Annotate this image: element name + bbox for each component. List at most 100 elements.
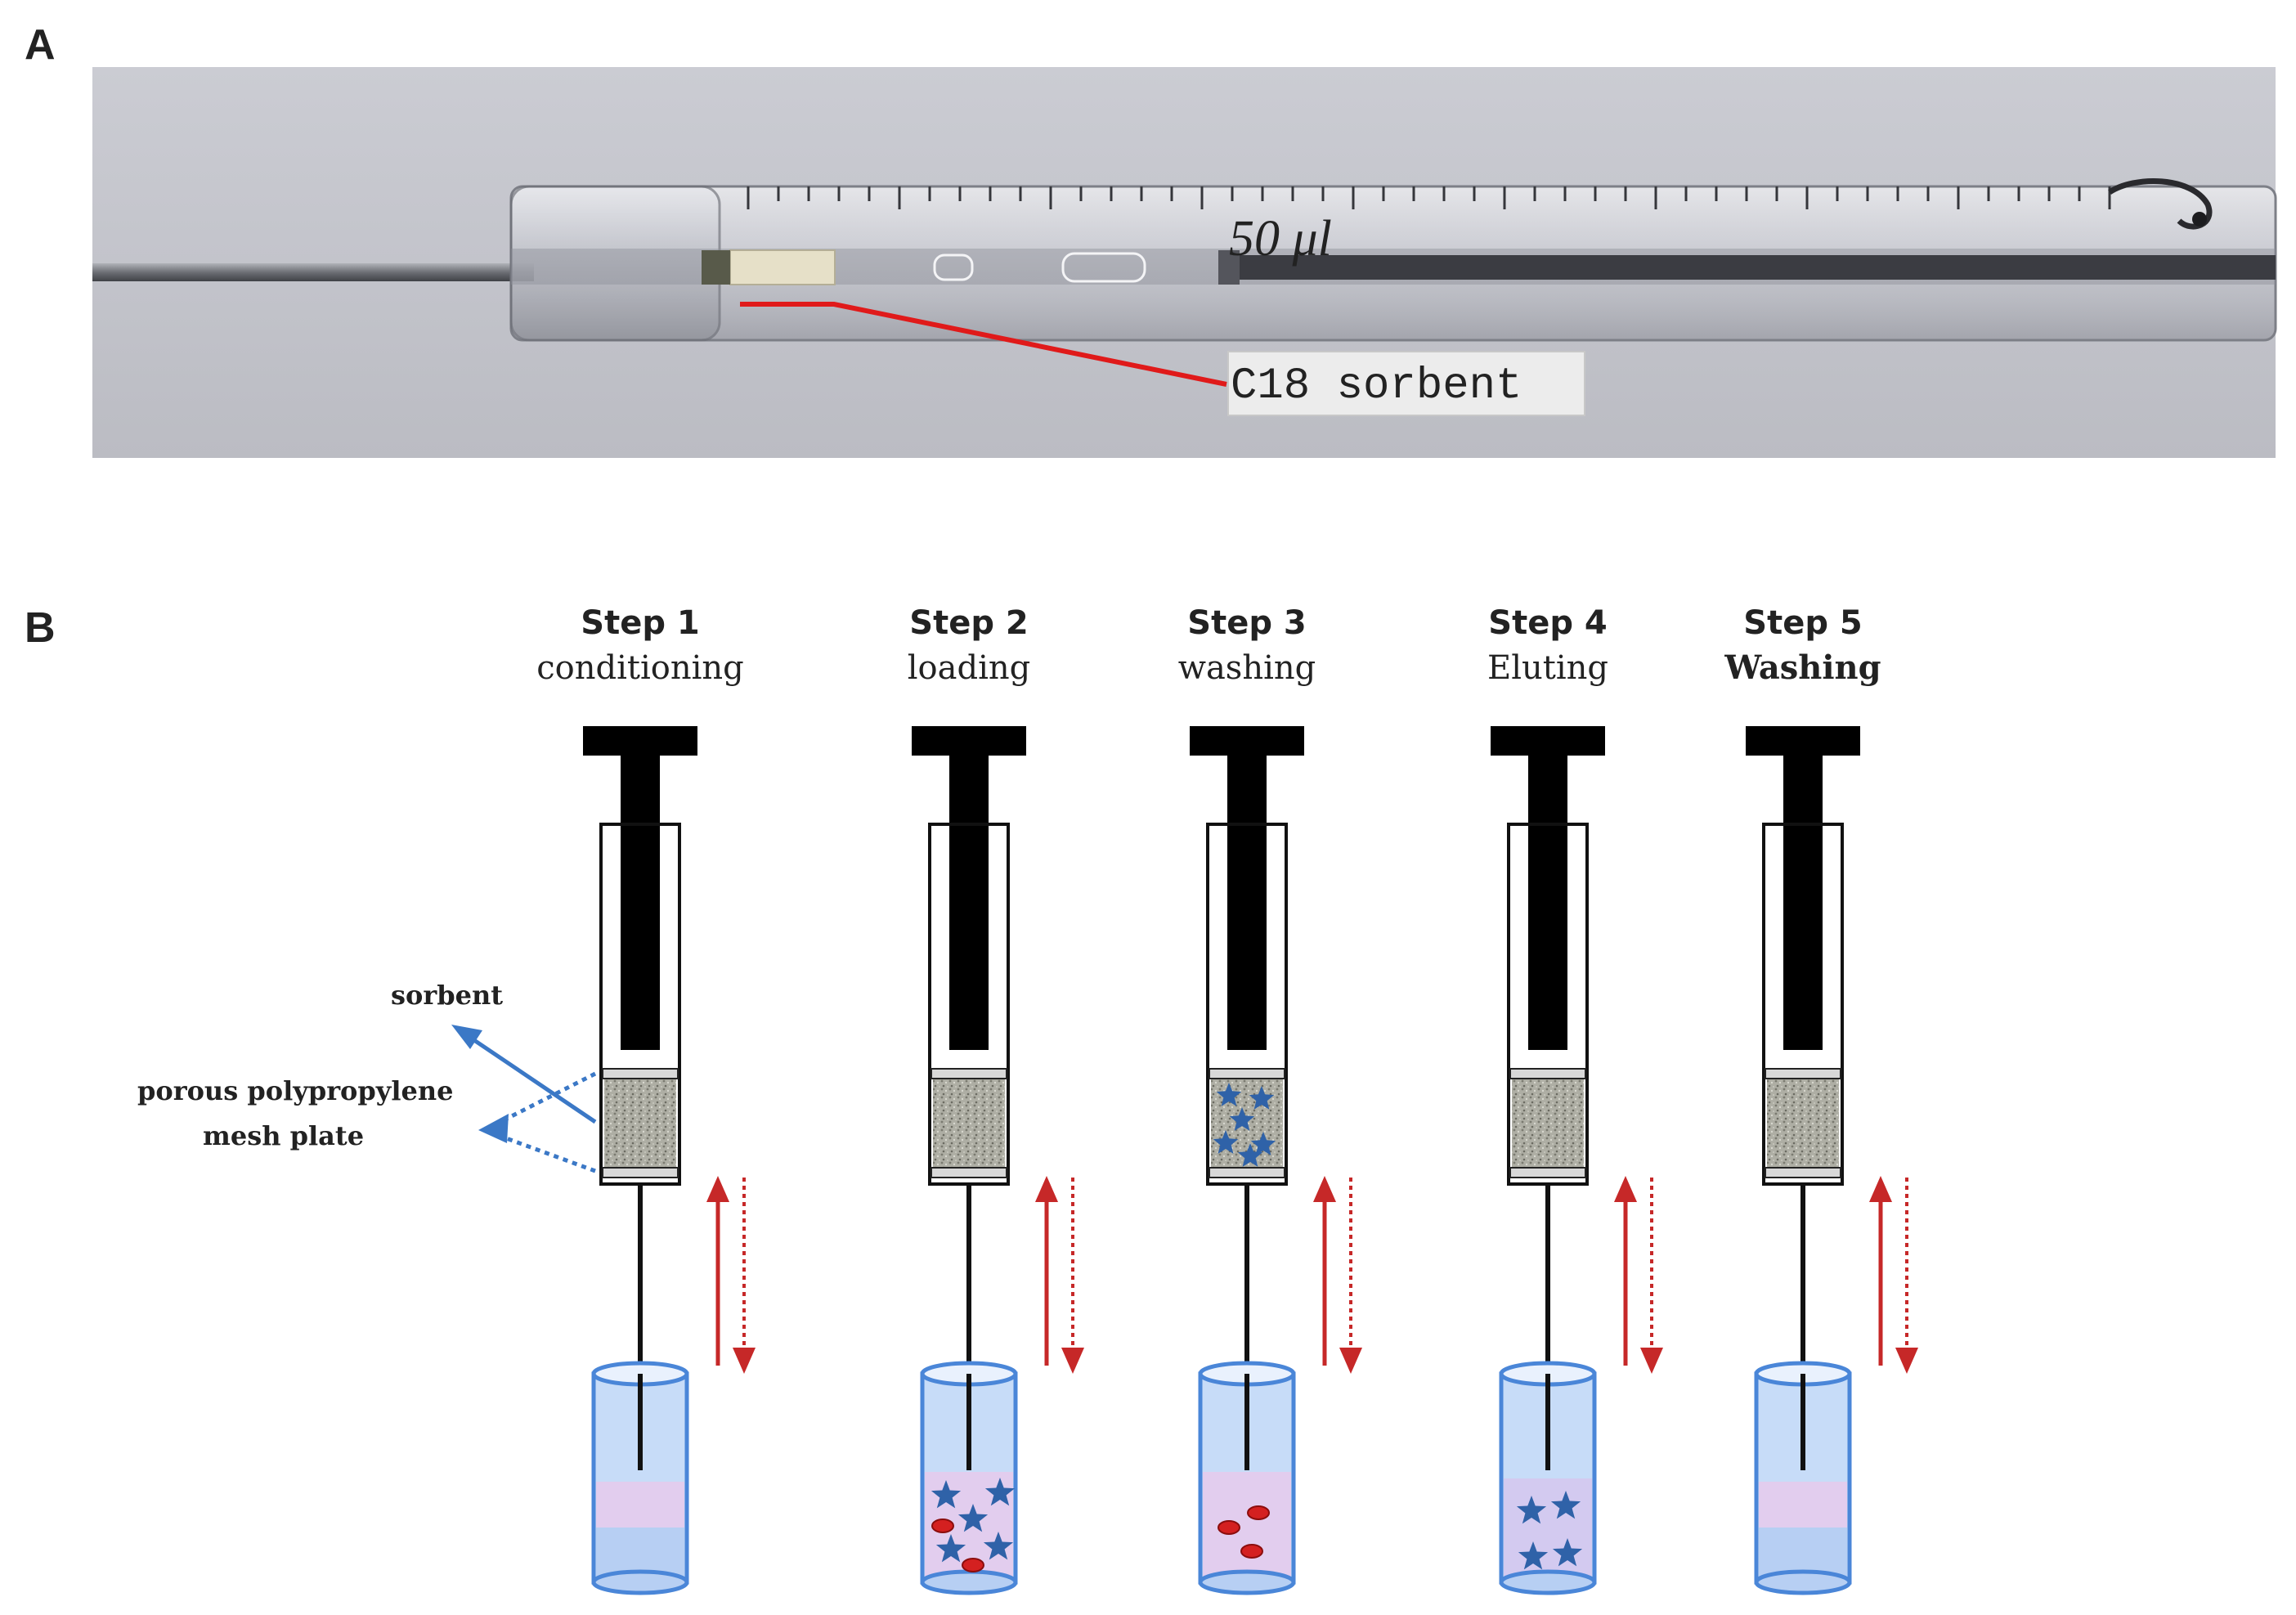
step-2: Step 2 loading (908, 604, 1084, 1595)
photo-panel: 50 μl C18 sorbent (92, 67, 2277, 458)
needle-in-vial (1244, 1374, 1249, 1470)
step-5: Step 5 Washing (1724, 604, 1918, 1595)
vial-base (920, 1569, 1018, 1595)
plunger-rod (949, 756, 989, 1050)
plunger-handle (583, 726, 697, 756)
analyte-star (1250, 1132, 1276, 1155)
mesh-plate-bottom (1509, 1167, 1586, 1178)
sorbent-leader-line (740, 302, 1227, 387)
syringe-needle (1800, 1184, 1805, 1470)
needle-in-vial (1545, 1374, 1550, 1470)
sorbent-plug (729, 249, 836, 285)
step-title: Step 5 (1743, 604, 1862, 642)
analyte-star (1516, 1496, 1547, 1524)
analyte-star (1213, 1130, 1239, 1154)
bubble (1061, 252, 1146, 283)
vial-liquid (1203, 1472, 1291, 1582)
analyte-star (984, 1478, 1016, 1506)
plunger-rod (1528, 756, 1567, 1050)
vial-base (591, 1569, 689, 1595)
analyte-star (957, 1504, 989, 1532)
step-subtitle: conditioning (536, 649, 744, 687)
needle-in-vial (966, 1374, 971, 1470)
plunger-handle (1491, 726, 1605, 756)
sorbent-bed (604, 1079, 676, 1167)
sorbent-bed (933, 1079, 1005, 1167)
analyte-star (1550, 1491, 1581, 1519)
aspirate-arrowhead (1869, 1176, 1892, 1202)
mesh-plate-top (931, 1068, 1007, 1079)
sorbent-label: C18 sorbent (1231, 361, 1522, 411)
plunger-handle (1746, 726, 1860, 756)
syringe-needle (638, 1184, 643, 1470)
mesh-plate-bottom (1765, 1167, 1841, 1178)
plunger-handle (1190, 726, 1304, 756)
panel-a-label: A (25, 21, 56, 69)
plunger-rod (621, 756, 660, 1050)
matrix-particle (1240, 1544, 1263, 1559)
mesh-text-line2: mesh plate (203, 1120, 364, 1151)
brand-mark (2108, 178, 2213, 230)
mesh-plug (702, 250, 730, 285)
dispense-arrowhead (1339, 1348, 1362, 1374)
mesh-plate-bottom (931, 1167, 1007, 1178)
plunger-tip (1218, 250, 1240, 285)
sorbent-label-box (1227, 351, 1585, 416)
syringe-needle (966, 1184, 971, 1470)
plunger-rod (1783, 756, 1823, 1050)
dispense-arrowhead (1640, 1348, 1663, 1374)
step-subtitle: Washing (1724, 648, 1881, 687)
mesh-plate-bottom (1209, 1167, 1285, 1178)
analyte-star (1518, 1541, 1549, 1570)
step-subtitle: loading (908, 649, 1031, 687)
needle-in-vial (1800, 1374, 1805, 1470)
step-3: Step 3 washing (1178, 604, 1362, 1595)
matrix-particle (962, 1558, 984, 1572)
mesh-plate-top (602, 1068, 679, 1079)
aspirate-arrowhead (1035, 1176, 1058, 1202)
step-subtitle: Eluting (1487, 649, 1608, 687)
step-4: Step 4 Eluting (1487, 604, 1663, 1595)
plunger-rod (1227, 756, 1267, 1050)
needle-in-vial (638, 1374, 643, 1470)
mesh-plate-bottom (602, 1167, 679, 1178)
mesh-text-line1: porous polypropylene (137, 1075, 454, 1106)
vial-base (1198, 1569, 1296, 1595)
step-title: Step 1 (581, 604, 699, 642)
steps-diagram: Step 1 conditioning Step 2 loading Step 3 was… (536, 604, 1918, 1595)
bubble (933, 253, 974, 281)
vial-liquid-top (596, 1482, 684, 1528)
aspirate-arrowhead (1614, 1176, 1637, 1202)
step-title: Step 4 (1488, 604, 1607, 642)
analyte-star (931, 1480, 962, 1509)
syringe-needle (1545, 1184, 1550, 1470)
sorbent-bed (1512, 1079, 1584, 1167)
plunger-handle (912, 726, 1026, 756)
syringe-plunger-rod (1218, 255, 2276, 280)
matrix-particle (1247, 1505, 1270, 1520)
dispense-arrowhead (1895, 1348, 1918, 1374)
step-title: Step 2 (909, 604, 1028, 642)
matrix-particle (931, 1519, 954, 1533)
step-title: Step 3 (1187, 604, 1306, 642)
analyte-star (1237, 1143, 1263, 1167)
sorbent-text: sorbent (391, 980, 503, 1011)
analyte-star (1249, 1086, 1275, 1110)
sorbent-bed (1767, 1079, 1839, 1167)
mesh-arrowhead (478, 1114, 509, 1143)
sorbent-annotation: sorbent porous polypropylene mesh plate (137, 980, 597, 1173)
dispense-arrowhead (733, 1348, 756, 1374)
aspirate-arrowhead (1313, 1176, 1336, 1202)
aspirate-arrowhead (706, 1176, 729, 1202)
mesh-plate-top (1765, 1068, 1841, 1079)
dispense-arrowhead (1061, 1348, 1084, 1374)
vial-base (1754, 1569, 1852, 1595)
vial-liquid-top (1759, 1482, 1847, 1528)
sorbent-leader-line (460, 1030, 597, 1124)
syringe-needle (1244, 1184, 1249, 1470)
vial-base (1499, 1569, 1597, 1595)
panel-b-label: B (25, 604, 56, 652)
step-subtitle: washing (1178, 649, 1316, 687)
